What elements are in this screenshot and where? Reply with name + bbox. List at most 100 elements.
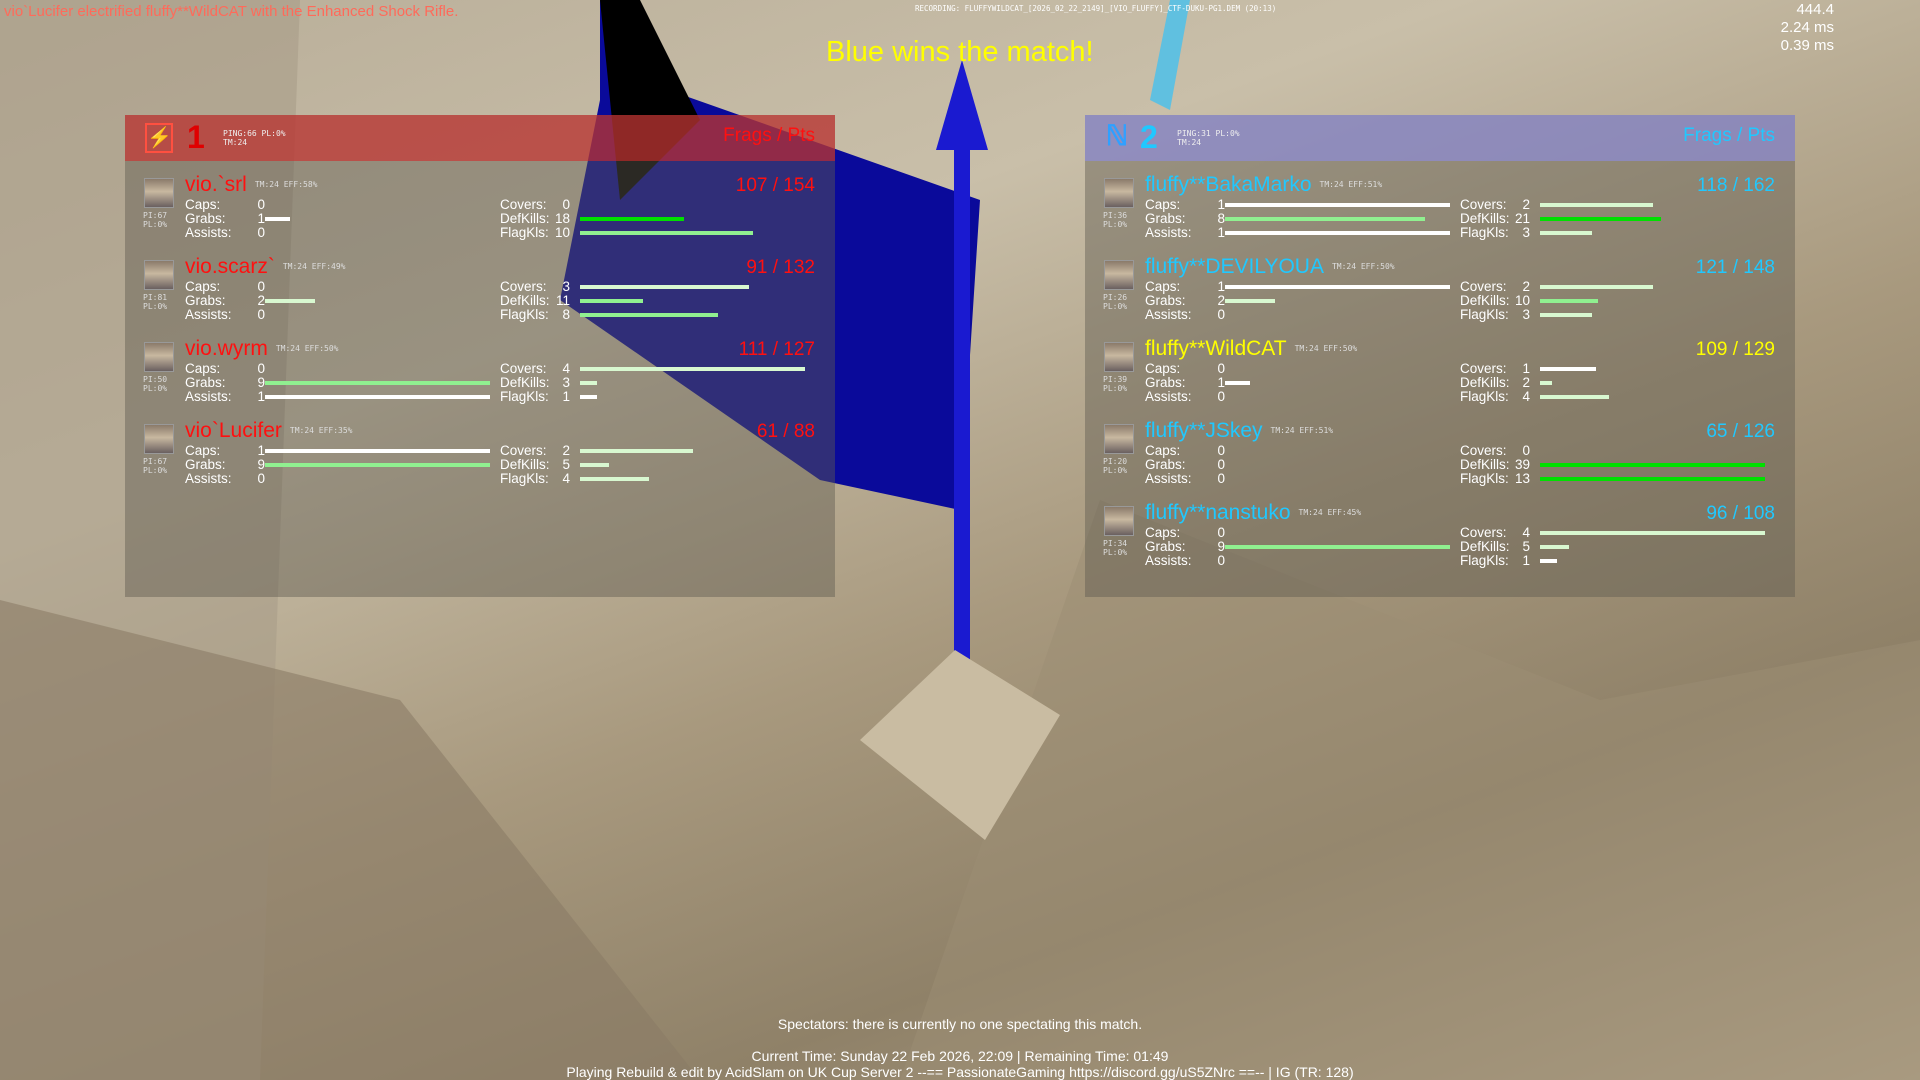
stat-label: Grabs: [185, 293, 226, 308]
stat-value: 1 [1217, 375, 1225, 390]
player-packet-loss: PL:0% [143, 220, 168, 229]
player-efficiency: TM:24 EFF:45% [1298, 508, 1362, 518]
player-ping-value: PI:26 [1103, 293, 1128, 302]
stat-bar [1540, 381, 1552, 385]
stat-label: FlagKls: [500, 225, 549, 240]
stat-value: 5 [1522, 539, 1530, 554]
stat-bar [1540, 299, 1598, 303]
stat-value: 21 [1514, 211, 1530, 226]
stat-value: 1 [257, 443, 265, 458]
player-name: fluffy**WildCAT [1145, 337, 1287, 360]
stat-label: DefKills: [1460, 457, 1510, 472]
stat-bar [1225, 545, 1450, 549]
stat-bar [265, 463, 490, 467]
player-name: vio`Lucifer [185, 419, 282, 442]
stat-value: 0 [1217, 307, 1225, 322]
stat-value: 8 [562, 307, 570, 322]
stat-label: Assists: [185, 471, 232, 486]
frags-pts-header: Frags / Pts [1683, 125, 1775, 146]
fps-counter: 444.4 [1796, 1, 1834, 18]
stat-label: FlagKls: [500, 307, 549, 322]
stat-label: Assists: [185, 307, 232, 322]
stat-bar [580, 299, 643, 303]
stat-bar [1540, 463, 1765, 467]
stat-bar [1540, 231, 1592, 235]
stat-value: 1 [1522, 553, 1530, 568]
stat-label: Caps: [1145, 443, 1181, 458]
team-header: ℕ 2 PING:31 PL:0%TM:24 Frags / Pts [1085, 115, 1795, 161]
player-ping-value: PI:81 [143, 293, 168, 302]
player-name: vio.`srl [185, 173, 247, 196]
stat-value: 11 [555, 293, 570, 308]
stat-value: 1 [257, 211, 265, 226]
team-ping-text: PING:31 PL:0% [1177, 129, 1240, 138]
stat-label: DefKills: [1460, 293, 1510, 308]
stat-label: Assists: [185, 225, 232, 240]
team-ping: PING:31 PL:0%TM:24 [1177, 129, 1240, 147]
stat-label: Assists: [185, 389, 232, 404]
stat-value: 4 [562, 361, 570, 376]
stat-label: Grabs: [185, 375, 226, 390]
stat-bar [580, 285, 749, 289]
stat-value: 4 [1522, 389, 1530, 404]
stat-value: 2 [257, 293, 265, 308]
stat-value: 2 [1217, 293, 1225, 308]
stat-bar [1540, 203, 1653, 207]
stat-value: 0 [1217, 361, 1225, 376]
stat-value: 1 [1522, 361, 1530, 376]
stat-label: Caps: [1145, 361, 1181, 376]
stat-bar [265, 395, 490, 399]
player-name: fluffy**DEVILYOUA [1145, 255, 1324, 278]
stat-value: 0 [257, 197, 265, 212]
stat-value: 9 [1217, 539, 1225, 554]
player-avatar [1104, 260, 1134, 290]
stat-label: Assists: [1145, 471, 1192, 486]
player-name-line: vio.scarz`TM:24 EFF:49% [185, 255, 345, 279]
team-ping-text: PING:66 PL:0% [223, 129, 286, 138]
stat-label: Grabs: [1145, 457, 1186, 472]
stat-label: Grabs: [1145, 293, 1186, 308]
stat-bar [580, 217, 684, 221]
stat-value: 0 [1522, 443, 1530, 458]
stat-value: 0 [1217, 457, 1225, 472]
stat-value: 13 [1514, 471, 1530, 486]
stat-value: 0 [257, 225, 265, 240]
stat-bar [1540, 367, 1596, 371]
player-efficiency: TM:24 EFF:51% [1270, 426, 1334, 436]
stat-label: Covers: [1460, 361, 1507, 376]
stat-label: FlagKls: [500, 389, 549, 404]
stat-value: 2 [562, 443, 570, 458]
stat-bar [265, 449, 490, 453]
stat-label: Covers: [1460, 197, 1507, 212]
red-team-scoreboard: ⚡ 1 PING:66 PL:0%TM:24 Frags / Pts PI:67… [125, 115, 835, 597]
spectators-info: Spectators: there is currently no one sp… [777, 1016, 1143, 1032]
stat-label: Caps: [185, 443, 221, 458]
stat-bar [580, 231, 753, 235]
team-ping: PING:66 PL:0%TM:24 [223, 129, 286, 147]
player-avatar [1104, 506, 1134, 536]
player-score: 107 / 154 [735, 175, 815, 196]
stat-value: 0 [257, 279, 265, 294]
stat-label: Covers: [500, 197, 547, 212]
player-packet-loss: PL:0% [1103, 302, 1128, 311]
stat-bar [1540, 559, 1557, 563]
stat-label: FlagKls: [1460, 553, 1509, 568]
stat-bar [1540, 477, 1765, 481]
